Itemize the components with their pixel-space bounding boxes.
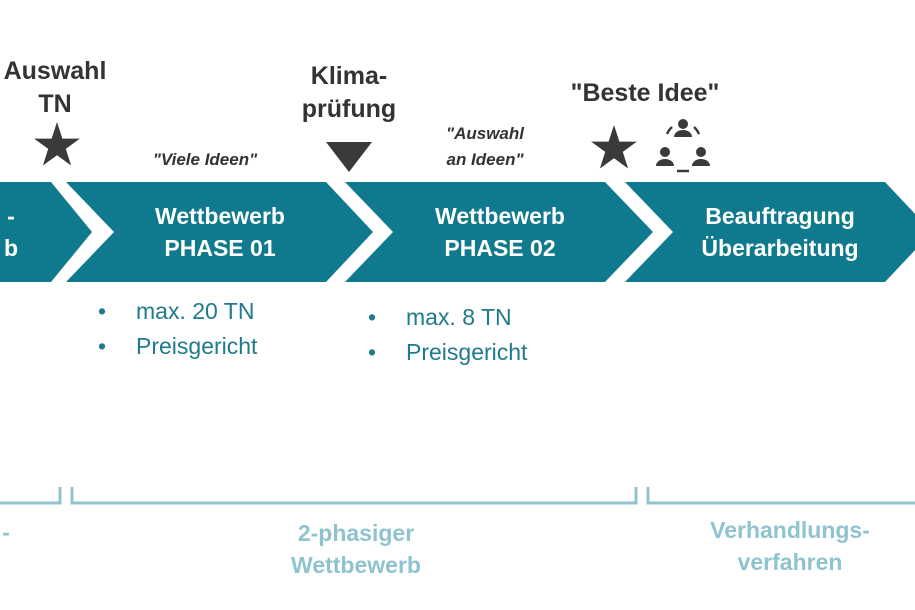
list-item-text: max. 8 TN bbox=[406, 304, 512, 330]
chevron-label-phase1: Wettbewerb PHASE 01 bbox=[155, 203, 285, 261]
star-icon bbox=[591, 125, 637, 169]
chevron-label-beauftragung: Beauftragung Überarbeitung bbox=[701, 203, 859, 261]
milestone-auswahl-tn: Auswahl TN bbox=[3, 57, 107, 118]
star-icon bbox=[34, 122, 80, 166]
milestone-klimapruefung: Klima- prüfung bbox=[301, 62, 397, 123]
bullet-dot: • bbox=[368, 339, 377, 365]
chevron-label-partial: - b bbox=[3, 203, 19, 261]
milestone-beste-idee: "Beste Idee" bbox=[570, 79, 720, 107]
bracket-left bbox=[0, 487, 62, 505]
chevron-phase1 bbox=[66, 182, 373, 282]
bracket-verhandlung bbox=[646, 487, 915, 505]
list-item: • Preisgericht bbox=[98, 329, 257, 364]
list-item: • Preisgericht bbox=[368, 335, 527, 370]
bracket-label-zweiphasig: 2-phasiger Wettbewerb bbox=[291, 520, 421, 578]
group-icon bbox=[656, 119, 710, 173]
bracket-zweiphasig bbox=[70, 487, 638, 505]
chevron-label-phase2: Wettbewerb PHASE 02 bbox=[435, 203, 565, 261]
bracket-label-verhandlung: Verhandlungs- verfahren bbox=[710, 517, 870, 575]
quote-viele-ideen: "Viele Ideen" bbox=[152, 150, 258, 169]
list-item: • max. 8 TN bbox=[368, 300, 527, 335]
chevron-partial bbox=[0, 182, 92, 282]
bullet-dot: • bbox=[98, 298, 107, 324]
chevron-beauftragung bbox=[625, 182, 915, 282]
list-item-text: max. 20 TN bbox=[136, 298, 255, 324]
bullets-phase2: • max. 8 TN • Preisgericht bbox=[368, 300, 527, 370]
bullets-phase1: • max. 20 TN • Preisgericht bbox=[98, 294, 257, 364]
triangle-down-icon bbox=[326, 142, 372, 172]
list-item: • max. 20 TN bbox=[98, 294, 257, 329]
bullet-dot: • bbox=[98, 333, 107, 359]
list-item-text: Preisgericht bbox=[406, 339, 528, 365]
quote-auswahl-ideen: "Auswahl an Ideen" bbox=[446, 124, 524, 169]
list-item-text: Preisgericht bbox=[136, 333, 258, 359]
bullet-dot: • bbox=[368, 304, 377, 330]
chevron-phase2 bbox=[345, 182, 653, 282]
bracket-label-left: - bbox=[2, 519, 10, 545]
